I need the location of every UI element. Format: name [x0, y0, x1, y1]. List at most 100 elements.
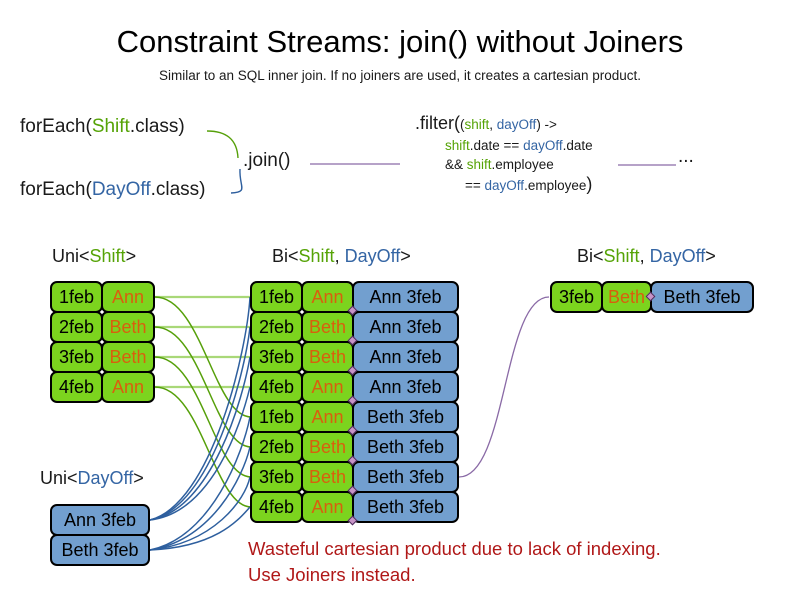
header-text: ,: [639, 246, 650, 266]
code-text: ) ->: [536, 117, 557, 132]
shift-type-token: Shift: [89, 246, 126, 266]
warning-text: Wasteful cartesian product due to lack o…: [248, 536, 661, 588]
header-text: Bi<: [272, 246, 299, 266]
column-uni-dayoff: Ann 3feb Beth 3feb: [50, 504, 150, 566]
cell-employee: Ann: [301, 401, 354, 433]
cell-employee: Ann: [301, 371, 354, 403]
code-foreach-dayoff: forEach(DayOff.class): [20, 179, 206, 201]
cell-dayoff: Ann 3feb: [352, 341, 459, 373]
connector-line: [149, 386, 251, 521]
cell-employee: Beth: [101, 311, 155, 343]
cell-employee: Beth: [301, 341, 354, 373]
connector-line: [149, 476, 251, 551]
cell-date: 3feb: [250, 461, 303, 493]
code-text: forEach(: [20, 116, 92, 137]
cell-dayoff: Ann 3feb: [50, 504, 150, 536]
cell-dayoff: Ann 3feb: [352, 371, 459, 403]
connector-line: [149, 326, 251, 521]
filter-line-3: && shift.employee: [445, 155, 593, 174]
connector-line: [154, 326, 252, 448]
dayoff-token: dayOff: [484, 178, 525, 193]
dayoff-type-token: DayOff: [649, 246, 706, 266]
code-text: ): [586, 174, 593, 194]
code-text: (: [460, 117, 465, 132]
cell-dayoff: Ann 3feb: [352, 311, 459, 343]
cell-dayoff: Beth 3feb: [352, 401, 459, 433]
cell-date: 1feb: [50, 281, 103, 313]
dayoff-type-token: DayOff: [344, 246, 401, 266]
cell-date: 2feb: [250, 311, 303, 343]
dayoff-row: Ann 3feb: [50, 504, 150, 536]
header-text: >: [125, 246, 137, 266]
header-text: Bi<: [577, 246, 604, 266]
brace-line-shift: [206, 130, 239, 159]
cell-date: 4feb: [250, 491, 303, 523]
join-brace-lines: [206, 130, 243, 194]
cell-date: 1feb: [250, 401, 303, 433]
cell-date: 2feb: [250, 431, 303, 463]
cell-date: 3feb: [250, 341, 303, 373]
filter-line-2: shift.date == dayOff.date: [445, 136, 593, 155]
code-text: .date: [562, 138, 593, 153]
cell-employee: Ann: [301, 491, 354, 523]
shift-type-token: Shift: [298, 246, 335, 266]
connector-line: [149, 506, 251, 551]
filter-line-1: .filter((shift, dayOff) ->: [415, 112, 593, 136]
code-text: .date ==: [469, 138, 524, 153]
filter-line-4: == dayOff.employee): [465, 174, 593, 196]
dayoff-token: dayOff: [523, 138, 563, 153]
connector-line: [149, 446, 251, 551]
header-text: >: [133, 468, 144, 488]
code-text: &&: [445, 157, 467, 172]
cell-date: 4feb: [50, 371, 103, 403]
shift-token: shift: [464, 117, 490, 132]
cell-dayoff: Beth 3feb: [650, 281, 754, 313]
header-text: ,: [334, 246, 345, 266]
brace-line-dayoff: [230, 168, 243, 194]
connector-line: [154, 296, 252, 418]
dayoff-token: dayOff: [496, 117, 537, 132]
shift-type-token: Shift: [603, 246, 640, 266]
code-text: forEach(: [20, 179, 92, 200]
code-text: .class): [150, 179, 206, 200]
header-uni-dayoff: Uni<DayOff>: [40, 468, 144, 489]
shift-token: shift: [466, 157, 492, 172]
cell-employee: Beth: [301, 461, 354, 493]
cell-dayoff: Ann 3feb: [352, 281, 459, 313]
code-text: .class): [129, 116, 185, 137]
dayoff-type-token: DayOff: [77, 468, 134, 488]
cell-date: 4feb: [250, 371, 303, 403]
header-bi-result: Bi<Shift, DayOff>: [577, 246, 716, 267]
header-text: Uni<: [52, 246, 90, 266]
header-text: >: [400, 246, 411, 266]
connector-line: [154, 356, 252, 478]
header-bi-cartesian: Bi<Shift, DayOff>: [272, 246, 411, 267]
cell-dayoff: Beth 3feb: [50, 534, 150, 566]
purple-flow-lines: [310, 163, 676, 478]
connector-line: [149, 356, 251, 521]
header-text: Uni<: [40, 468, 78, 488]
cell-employee: Ann: [101, 371, 155, 403]
cartesian-to-result-line: [458, 296, 550, 478]
page-title: Constraint Streams: join() without Joine…: [116, 24, 684, 59]
connector-line: [149, 416, 251, 551]
cell-dayoff: Beth 3feb: [352, 431, 459, 463]
warning-line-1: Wasteful cartesian product due to lack o…: [248, 538, 661, 559]
code-text: .employee: [491, 157, 554, 172]
cell-date: 3feb: [550, 281, 603, 313]
code-text: ==: [465, 178, 485, 193]
page-subtitle: Similar to an SQL inner join. If no join…: [159, 68, 641, 83]
code-filter: .filter((shift, dayOff) -> shift.date ==…: [415, 112, 593, 196]
